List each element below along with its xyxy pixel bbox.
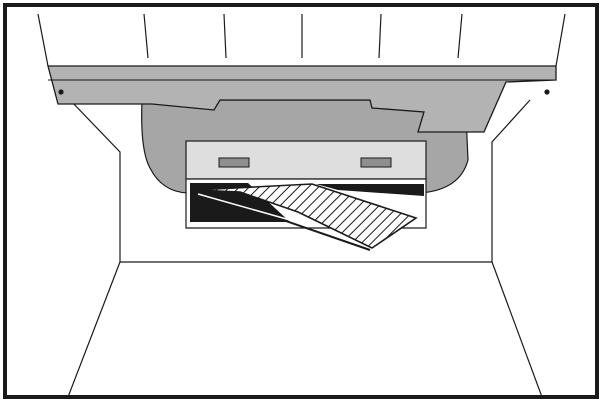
- floor-edge-left: [67, 261, 121, 398]
- right-wall-edge: [491, 99, 531, 262]
- cabinet-divider-2: [223, 13, 227, 59]
- filter-latch-icon: [360, 157, 392, 168]
- filter-cavity-shadow-right: [316, 184, 424, 196]
- grease-filter: [195, 183, 418, 249]
- cabinet-divider-1: [143, 13, 149, 59]
- alcove-walls: [67, 99, 543, 398]
- cabinet-edge-right: [555, 13, 566, 67]
- cabinet-divider-5: [457, 13, 463, 59]
- grease-filter-highlight: [197, 193, 291, 221]
- cabinet-divider-4: [378, 13, 382, 59]
- left-wall-edge: [69, 99, 121, 262]
- mounting-screw-icon: [58, 89, 64, 95]
- mounting-screw-icon: [544, 89, 550, 95]
- upper-cabinets: [37, 13, 566, 67]
- cabinet-edge-left: [37, 13, 49, 67]
- grease-filter-edge: [195, 189, 371, 251]
- floor-edge-right: [491, 261, 543, 398]
- filter-latch-icon: [218, 157, 250, 168]
